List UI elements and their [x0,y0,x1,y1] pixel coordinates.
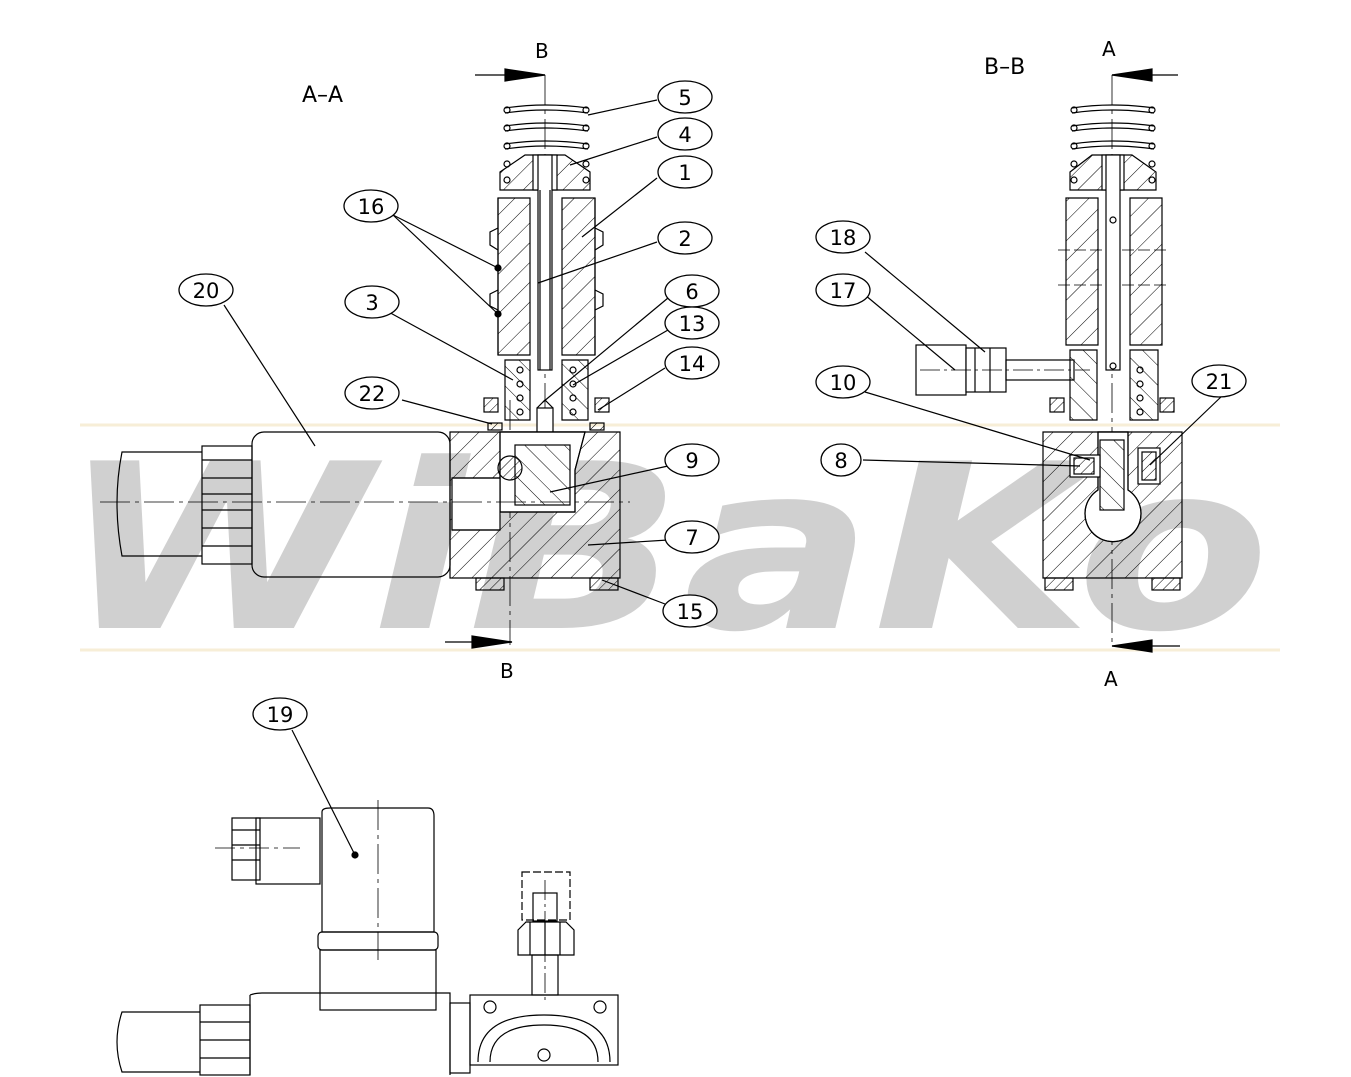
balloon-13: 13 [664,306,720,340]
foot-15b [589,577,619,591]
svg-text:13: 13 [679,312,706,336]
section-bb-title: B–B [984,55,1025,80]
balloon-20: 20 [178,273,234,307]
svg-text:18: 18 [830,226,857,250]
svg-text:2: 2 [678,227,691,251]
balloon-3: 3 [344,285,400,319]
guide-3 [504,359,531,421]
balloon-16: 16 [343,189,399,223]
section-bb-cut-top: A [1102,37,1116,61]
svg-text:1: 1 [678,161,691,185]
svg-text:17: 17 [830,279,857,303]
svg-text:21: 21 [1206,370,1233,394]
balloon-19: 19 [252,697,308,731]
balloons: 5 4 1 2 16 20 3 6 13 14 22 9 7 15 18 17 … [178,80,1247,731]
svg-text:3: 3 [365,291,378,315]
balloon-15: 15 [662,594,718,628]
balloon-8: 8 [820,443,862,477]
balloon-21: 21 [1191,364,1247,398]
balloon-5: 5 [657,80,713,114]
balloon-17: 17 [815,273,871,307]
housing-1 [489,197,604,356]
svg-text:6: 6 [685,280,698,304]
svg-text:7: 7 [685,526,698,550]
balloon-9: 9 [664,443,720,477]
svg-text:4: 4 [678,123,691,147]
spool-9 [514,444,571,506]
svg-text:16: 16 [358,195,385,219]
balloon-6: 6 [664,274,720,308]
spring-6 [516,366,577,416]
section-bb-cut-bottom: A [1104,667,1118,691]
section-aa-cut-top: B [535,39,549,63]
svg-text:5: 5 [678,86,691,110]
balloon-1: 1 [657,155,713,189]
balloon-18: 18 [815,220,871,254]
balloon-7: 7 [664,520,720,554]
svg-text:9: 9 [685,449,698,473]
section-aa-title: A–A [302,83,343,108]
svg-text:20: 20 [193,279,220,303]
svg-text:15: 15 [677,600,704,624]
section-bb: B–B A A [862,37,1224,691]
balloon-14: 14 [664,346,720,380]
balloon-2: 2 [657,221,713,255]
adjust-screw-17-18 [915,344,1090,396]
bottom-view [116,729,619,1076]
solenoid-20 [116,431,451,578]
balloon-10: 10 [815,365,871,399]
svg-text:14: 14 [679,352,706,376]
balloon-22: 22 [344,376,400,410]
svg-text:10: 10 [830,371,857,395]
svg-text:8: 8 [834,449,847,473]
spring-bb [1070,104,1156,184]
section-aa: A–A B B [100,39,669,683]
foot-15a [475,577,505,591]
stem-2 [537,154,553,371]
svg-text:19: 19 [267,703,294,727]
svg-text:22: 22 [359,382,386,406]
balloon-4: 4 [657,117,713,151]
section-aa-cut-bottom: B [500,659,514,683]
